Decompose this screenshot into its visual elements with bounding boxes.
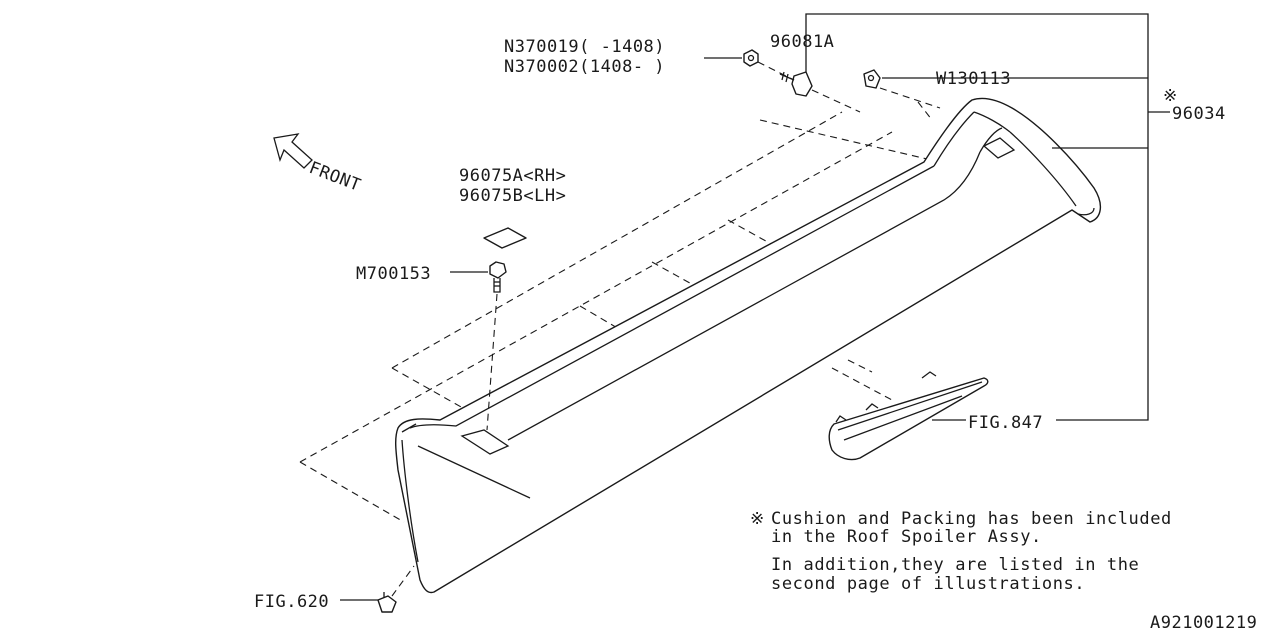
note-line-4: second page of illustrations. [771, 574, 1085, 594]
label-n370019: N370019( -1408) [504, 37, 665, 57]
bolt-m700153 [489, 261, 507, 293]
note-line-3: In addition,they are listed in the [771, 555, 1139, 575]
asterisk-mark: ※ [1163, 86, 1178, 106]
pad-96075 [483, 227, 527, 249]
front-label: FRONT [306, 158, 363, 196]
clip-fig620 [377, 592, 397, 613]
label-n370002: N370002(1408- ) [504, 57, 665, 77]
note-mark: ※ [750, 509, 765, 529]
label-96034: 96034 [1172, 104, 1226, 124]
label-fig620: FIG.620 [254, 592, 329, 612]
roof-spoiler-assy [395, 97, 1101, 594]
roof-outline-dashed [299, 101, 941, 523]
label-fig847: FIG.847 [968, 413, 1043, 433]
clip-w130113 [863, 69, 881, 89]
label-96075b: 96075B<LH> [459, 186, 566, 206]
label-m700153: M700153 [356, 264, 431, 284]
note-line-2: in the Roof Spoiler Assy. [771, 527, 1042, 547]
front-arrow-icon [273, 133, 313, 169]
nut-n370019 [743, 49, 759, 67]
label-w130113: W130113 [936, 69, 1011, 89]
leader-lines [340, 13, 1170, 601]
label-96075a: 96075A<RH> [459, 166, 566, 186]
note-line-1: Cushion and Packing has been included [771, 509, 1172, 529]
stop-lamp [828, 371, 989, 461]
label-96081a: 96081A [770, 32, 834, 52]
diagram-id: A921001219 [1150, 613, 1257, 633]
